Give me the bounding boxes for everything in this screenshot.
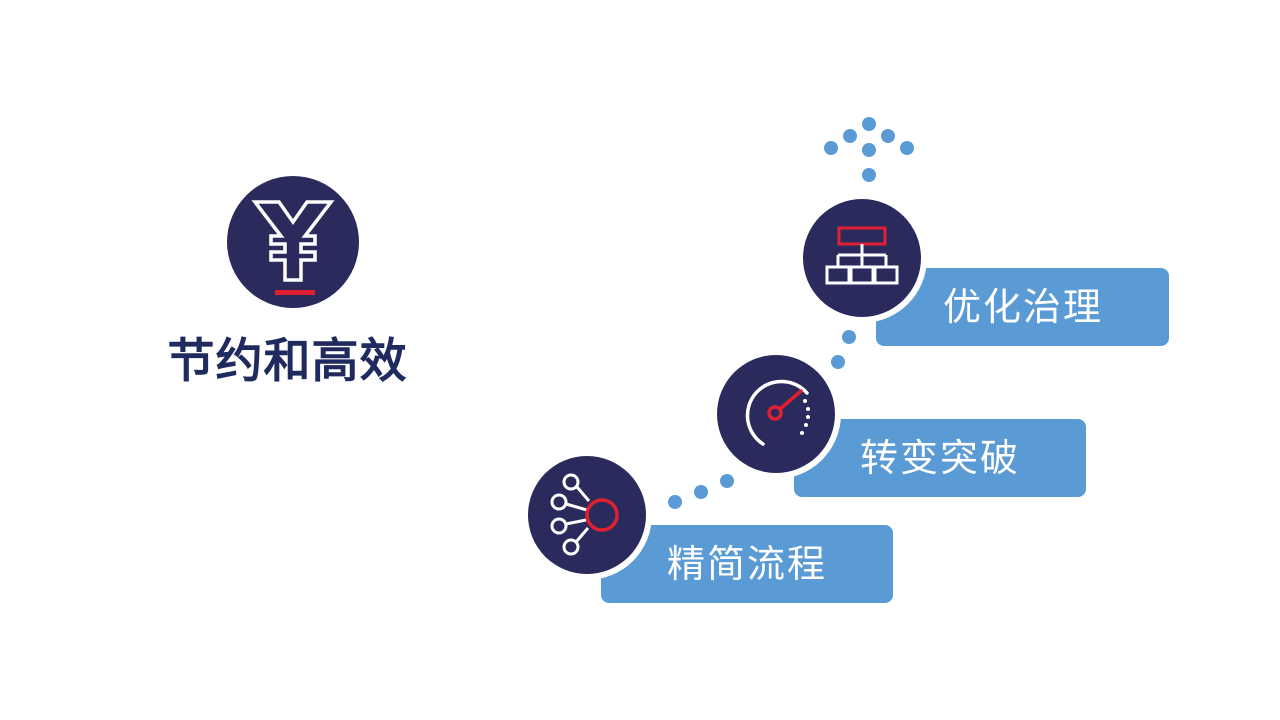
- path-dot: [881, 129, 895, 143]
- org-chart-icon: [803, 199, 921, 317]
- step-label-streamline: 精简流程: [667, 542, 828, 586]
- step-box-governance: 优化治理: [876, 268, 1169, 346]
- path-dot: [862, 117, 876, 131]
- step-label-transform: 转变突破: [860, 436, 1021, 480]
- step-label-governance: 优化治理: [943, 285, 1104, 329]
- path-dot: [862, 168, 876, 182]
- path-dot: [694, 485, 708, 499]
- page-title: 节约和高效: [167, 334, 408, 389]
- path-dot: [831, 355, 845, 369]
- path-dot: [720, 474, 734, 488]
- network-nodes-icon: [528, 456, 646, 574]
- path-dot: [862, 143, 876, 157]
- yen-icon: [227, 176, 359, 308]
- step-box-streamline: 精简流程: [601, 525, 893, 603]
- path-dot: [824, 141, 838, 155]
- speedometer-icon: [717, 355, 835, 473]
- path-dot: [900, 141, 914, 155]
- step-box-transform: 转变突破: [794, 419, 1086, 497]
- path-dot: [842, 330, 856, 344]
- path-dot: [668, 495, 682, 509]
- path-dot: [843, 129, 857, 143]
